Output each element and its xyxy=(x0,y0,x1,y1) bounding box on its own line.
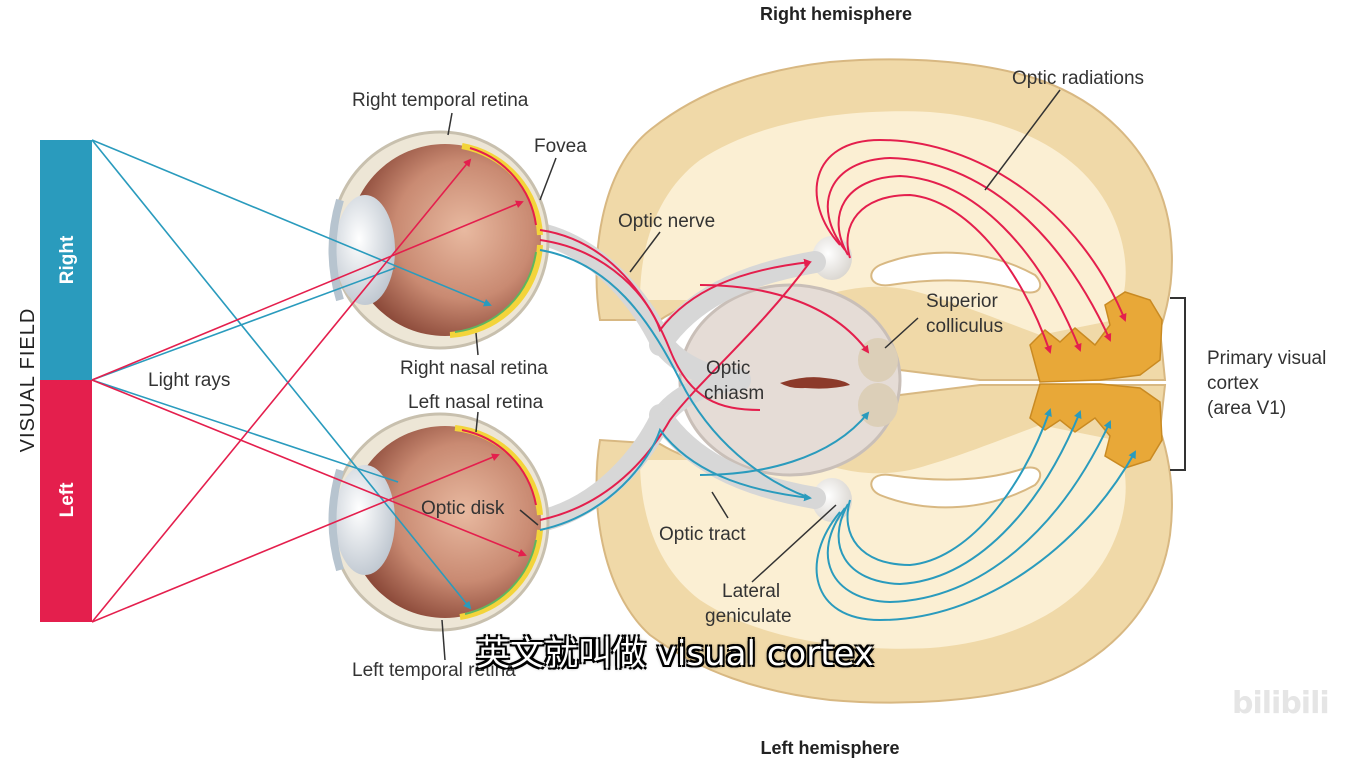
optic-radiations-label: Optic radiations xyxy=(1012,68,1144,89)
left-hemisphere-title: Left hemisphere xyxy=(760,738,899,758)
video-subtitle: 英文就叫做 visual cortex xyxy=(476,634,874,674)
leader-lines xyxy=(441,89,1061,661)
right-visual-field-band xyxy=(40,140,92,380)
right-eye xyxy=(328,130,550,350)
optic-disk-label: Optic disk xyxy=(421,498,505,519)
third-ventricle xyxy=(780,377,850,389)
right-temporal-retina-label: Right temporal retina xyxy=(352,90,529,111)
left-eye xyxy=(328,412,550,632)
left-visual-field-band xyxy=(40,380,92,622)
primary-visual-cortex-label-line2: cortex xyxy=(1207,373,1259,394)
right-superior-colliculus xyxy=(858,338,898,382)
visual-field-title: VISUAL FIELD xyxy=(17,308,39,453)
light-rays xyxy=(91,139,527,623)
visual-field-bar: VISUAL FIELD Right Left xyxy=(17,140,92,622)
left-eye-lens xyxy=(335,465,395,575)
left-temporal-retina-label: Left temporal retina xyxy=(352,660,516,681)
right-field-label: Right xyxy=(57,235,78,284)
right-hemisphere-title: Right hemisphere xyxy=(760,4,912,24)
optic-chiasm-label-line1: Optic xyxy=(706,358,750,379)
primary-visual-cortex-label-line1: Primary visual xyxy=(1207,348,1326,369)
left-field-label: Left xyxy=(57,482,78,518)
optic-chiasm-label-line2: chiasm xyxy=(704,383,764,404)
neural-pathways xyxy=(539,229,870,531)
optic-nerve-label: Optic nerve xyxy=(618,211,715,232)
bilibili-watermark: bilibili xyxy=(1232,686,1330,721)
right-ventricle xyxy=(870,251,1042,294)
left-nasal-retina-label: Left nasal retina xyxy=(408,392,544,413)
right-eye-lens xyxy=(335,195,395,305)
optic-radiations-right xyxy=(815,138,1127,354)
right-nasal-retina-label: Right nasal retina xyxy=(400,358,548,379)
primary-visual-cortex-label-line3: (area V1) xyxy=(1207,398,1286,419)
superior-colliculus-label-line1: Superior xyxy=(926,291,998,312)
lateral-geniculate-label-line1: Lateral xyxy=(722,581,780,602)
v1-bracket xyxy=(1170,297,1186,471)
superior-colliculus-label-line2: colliculus xyxy=(926,316,1003,337)
light-rays-label: Light rays xyxy=(148,370,230,391)
lateral-geniculate-label-line2: geniculate xyxy=(705,606,792,627)
fovea-label: Fovea xyxy=(534,136,587,157)
optic-tract-label: Optic tract xyxy=(659,524,746,545)
left-superior-colliculus xyxy=(858,383,898,427)
optic-radiations-left xyxy=(815,408,1136,622)
right-v1-area xyxy=(1029,291,1163,383)
